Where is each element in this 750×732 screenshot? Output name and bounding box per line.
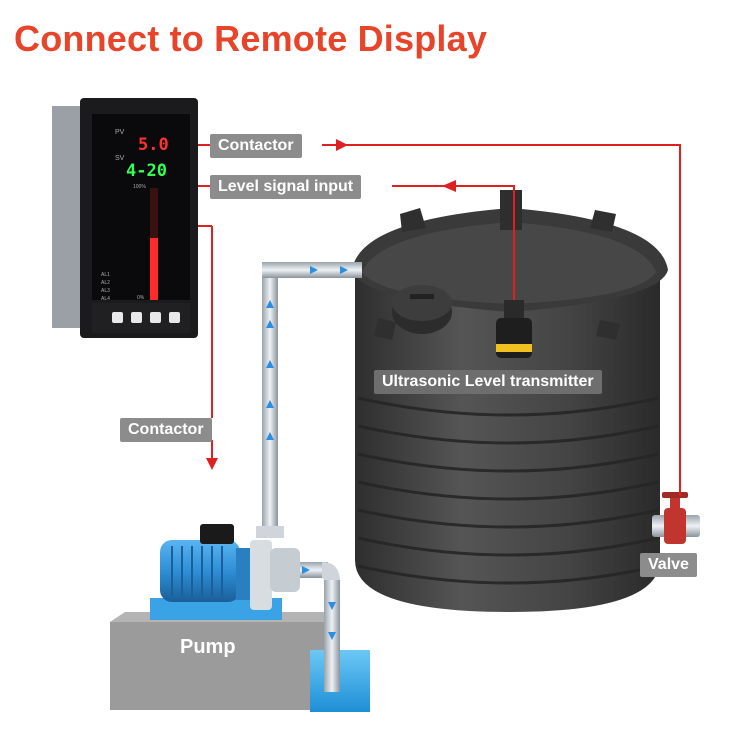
arrow-down-icon bbox=[206, 458, 218, 470]
pump-label: Pump bbox=[180, 636, 236, 658]
alarm-1-label: AL1 bbox=[101, 272, 110, 278]
level-bar-fill bbox=[150, 238, 158, 300]
signal-wiring bbox=[198, 144, 681, 496]
delivery-pipe bbox=[256, 262, 362, 538]
page-title: Connect to Remote Display bbox=[14, 18, 488, 59]
key-button[interactable] bbox=[112, 312, 123, 323]
level-signal-line bbox=[392, 185, 515, 300]
bar-scale-top: 100% bbox=[133, 184, 146, 190]
alarm-2-label: AL2 bbox=[101, 280, 110, 286]
alarm-4-label: AL4 bbox=[101, 296, 110, 302]
pump bbox=[150, 524, 300, 620]
display-keypad bbox=[112, 312, 180, 323]
alarm-3-label: AL3 bbox=[101, 288, 110, 294]
sv-value: 4-20 bbox=[126, 161, 167, 181]
pump-foundation bbox=[110, 612, 330, 710]
level-signal-label: Level signal input bbox=[210, 175, 362, 199]
pv-value: 5.0 bbox=[138, 135, 169, 155]
remote-display-controller: PV 5.0 SV 4-20 100% 0% AL1 AL2 AL3 AL4 bbox=[52, 98, 198, 338]
contactor-label-left: Contactor bbox=[120, 418, 212, 442]
water-tank bbox=[352, 190, 668, 612]
arrow-right-icon bbox=[336, 139, 348, 151]
signal-arrows bbox=[206, 139, 456, 470]
pv-tag: PV bbox=[115, 129, 125, 136]
key-button[interactable] bbox=[150, 312, 161, 323]
ultrasonic-sensor bbox=[496, 300, 532, 358]
valve bbox=[652, 492, 700, 544]
key-button[interactable] bbox=[169, 312, 180, 323]
manhole-cover bbox=[392, 285, 452, 334]
contactor-valve-line bbox=[322, 144, 681, 496]
ultrasonic-label: Ultrasonic Level transmitter bbox=[374, 370, 602, 394]
pump-terminal-box bbox=[200, 524, 234, 544]
bar-scale-bottom: 0% bbox=[137, 295, 145, 301]
contactor-label-top: Contactor bbox=[210, 134, 302, 158]
suction-pipe bbox=[298, 562, 340, 692]
valve-label: Valve bbox=[640, 553, 697, 577]
key-button[interactable] bbox=[131, 312, 142, 323]
sv-tag: SV bbox=[115, 155, 125, 162]
arrow-left-icon bbox=[442, 180, 456, 192]
